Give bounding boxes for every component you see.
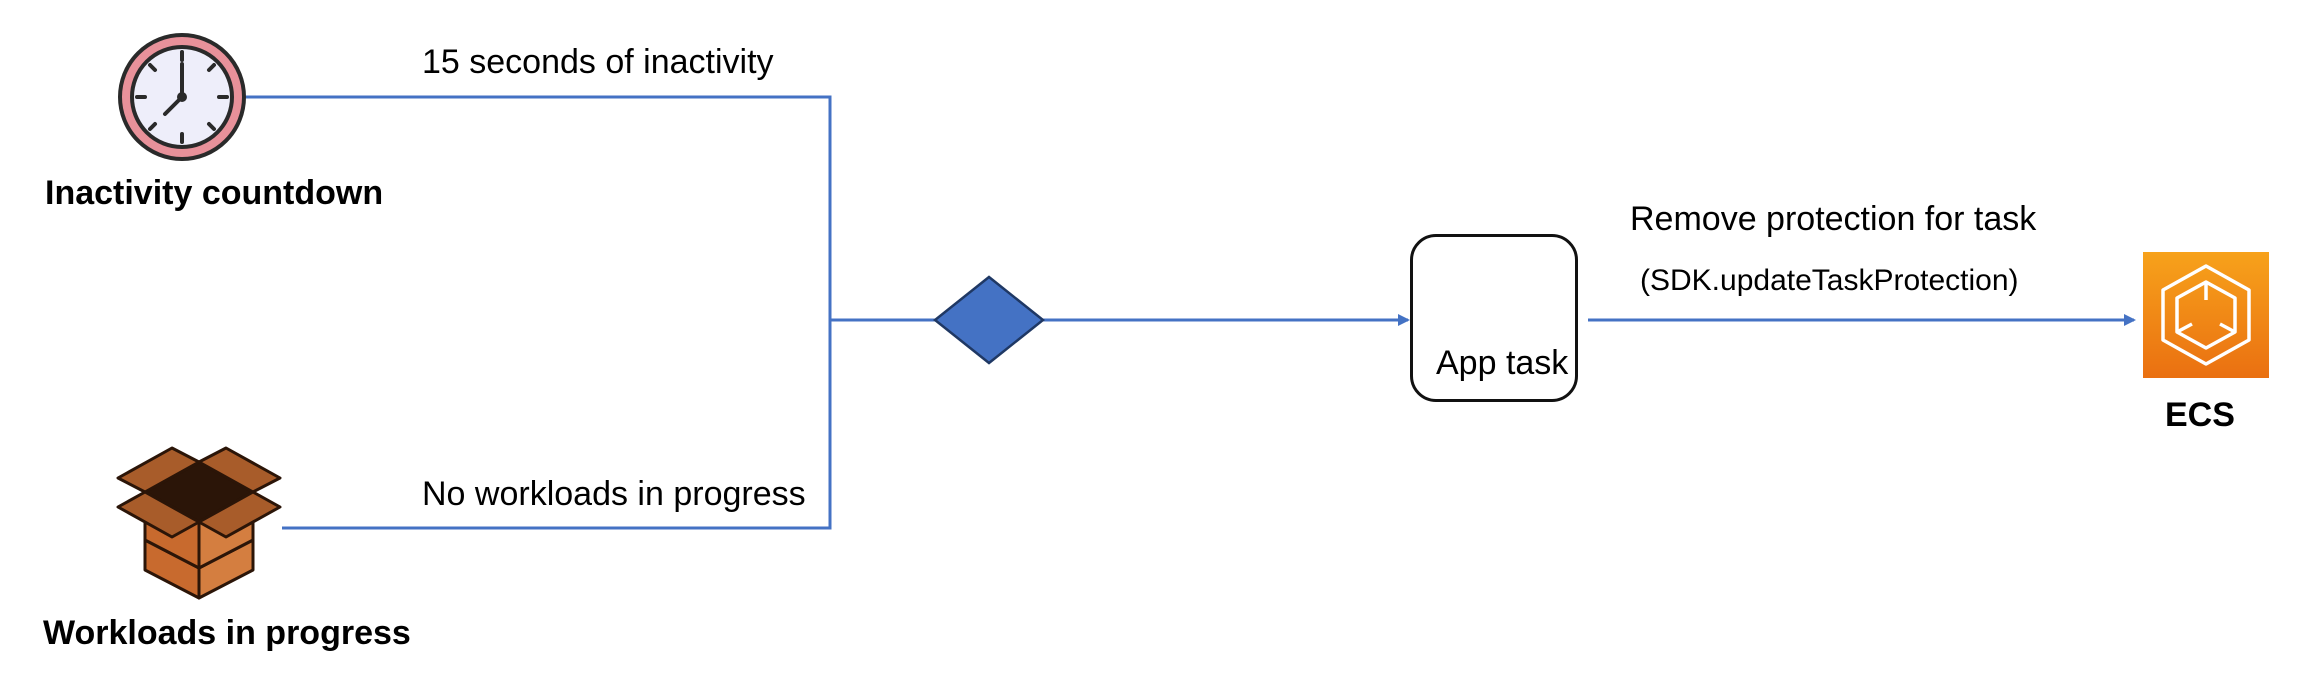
edge-label-remove-protection: Remove protection for task — [1630, 200, 2037, 238]
edge-sublabel-sdk-call: (SDK.updateTaskProtection) — [1640, 264, 2019, 297]
edge-workloads-to-join — [282, 320, 832, 530]
connector-lines — [246, 95, 2136, 530]
diamond-icon — [932, 275, 1046, 365]
app-task-label: App task — [1436, 344, 1569, 382]
inactivity-countdown-label: Inactivity countdown — [45, 174, 384, 212]
ecs-label: ECS — [2165, 396, 2235, 434]
open-box-icon — [116, 446, 282, 600]
app-task-box — [1410, 234, 1578, 402]
edge-label-workloads: No workloads in progress — [422, 475, 806, 513]
workloads-in-progress-label: Workloads in progress — [43, 614, 411, 652]
edge-inactivity-to-join — [246, 95, 832, 320]
ecs-icon — [2143, 252, 2269, 378]
clock-icon — [118, 33, 246, 161]
edge-label-inactivity: 15 seconds of inactivity — [422, 43, 774, 81]
